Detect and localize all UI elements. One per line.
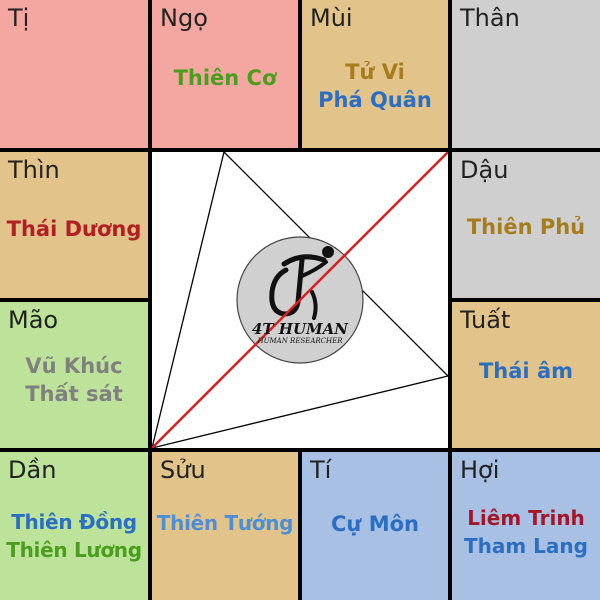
palace-branch-label: Tị bbox=[8, 4, 30, 32]
palace-branch-label: Thân bbox=[460, 4, 520, 32]
stick-figure-logo-icon bbox=[269, 246, 334, 320]
star-name: Thất sát bbox=[25, 382, 123, 406]
palace-cell: Mùi Tử Vi Phá Quân bbox=[302, 0, 448, 148]
palace-stars: Thái Dương bbox=[0, 215, 148, 243]
star-name: Thiên Tướng bbox=[156, 511, 294, 535]
logo-tagline: HUMAN RESEARCHER bbox=[257, 337, 343, 345]
palace-cell: Tị bbox=[0, 0, 148, 148]
palace-stars: Thiên Cơ bbox=[152, 64, 298, 92]
star-name: Vũ Khúc bbox=[25, 354, 123, 378]
center-panel: 4T HUMAN HUMAN RESEARCHER bbox=[152, 152, 448, 448]
palace-branch-label: Thìn bbox=[8, 156, 60, 184]
logo-name: 4T HUMAN bbox=[251, 320, 349, 338]
star-name: Thiên Cơ bbox=[173, 66, 277, 90]
palace-branch-label: Ngọ bbox=[160, 4, 208, 32]
palace-branch-label: Mão bbox=[8, 306, 59, 334]
star-name: Tham Lang bbox=[464, 534, 588, 558]
star-name: Thiên Lương bbox=[6, 538, 142, 562]
star-name: Phá Quân bbox=[318, 88, 432, 112]
palace-branch-label: Mùi bbox=[310, 4, 353, 32]
palace-stars: Cự Môn bbox=[302, 510, 448, 538]
palace-cell: Thân bbox=[452, 0, 600, 148]
star-name: Liêm Trinh bbox=[467, 506, 585, 530]
palace-stars: Thiên Tướng bbox=[152, 509, 298, 537]
palace-branch-label: Tí bbox=[310, 456, 332, 484]
star-name: Thiên Phủ bbox=[466, 215, 586, 239]
palace-stars: Tử Vi Phá Quân bbox=[302, 58, 448, 114]
center-figure bbox=[152, 152, 448, 448]
star-name: Thiên Đồng bbox=[11, 510, 137, 534]
palace-branch-label: Sửu bbox=[160, 456, 206, 484]
red-diagonal-line bbox=[152, 152, 448, 448]
palace-branch-label: Tuất bbox=[460, 306, 511, 334]
star-name: Thái Dương bbox=[6, 217, 142, 241]
star-name: Cự Môn bbox=[331, 512, 419, 536]
star-name: Thái âm bbox=[478, 359, 573, 383]
palace-branch-label: Dậu bbox=[460, 156, 509, 184]
palace-branch-label: Hợi bbox=[460, 456, 500, 484]
palace-stars: Thiên Phủ bbox=[452, 213, 600, 241]
palace-cell: Tí Cự Môn bbox=[302, 452, 448, 600]
palace-branch-label: Dần bbox=[8, 456, 57, 484]
palace-stars: Thái âm bbox=[452, 357, 600, 385]
star-name: Tử Vi bbox=[345, 60, 405, 84]
